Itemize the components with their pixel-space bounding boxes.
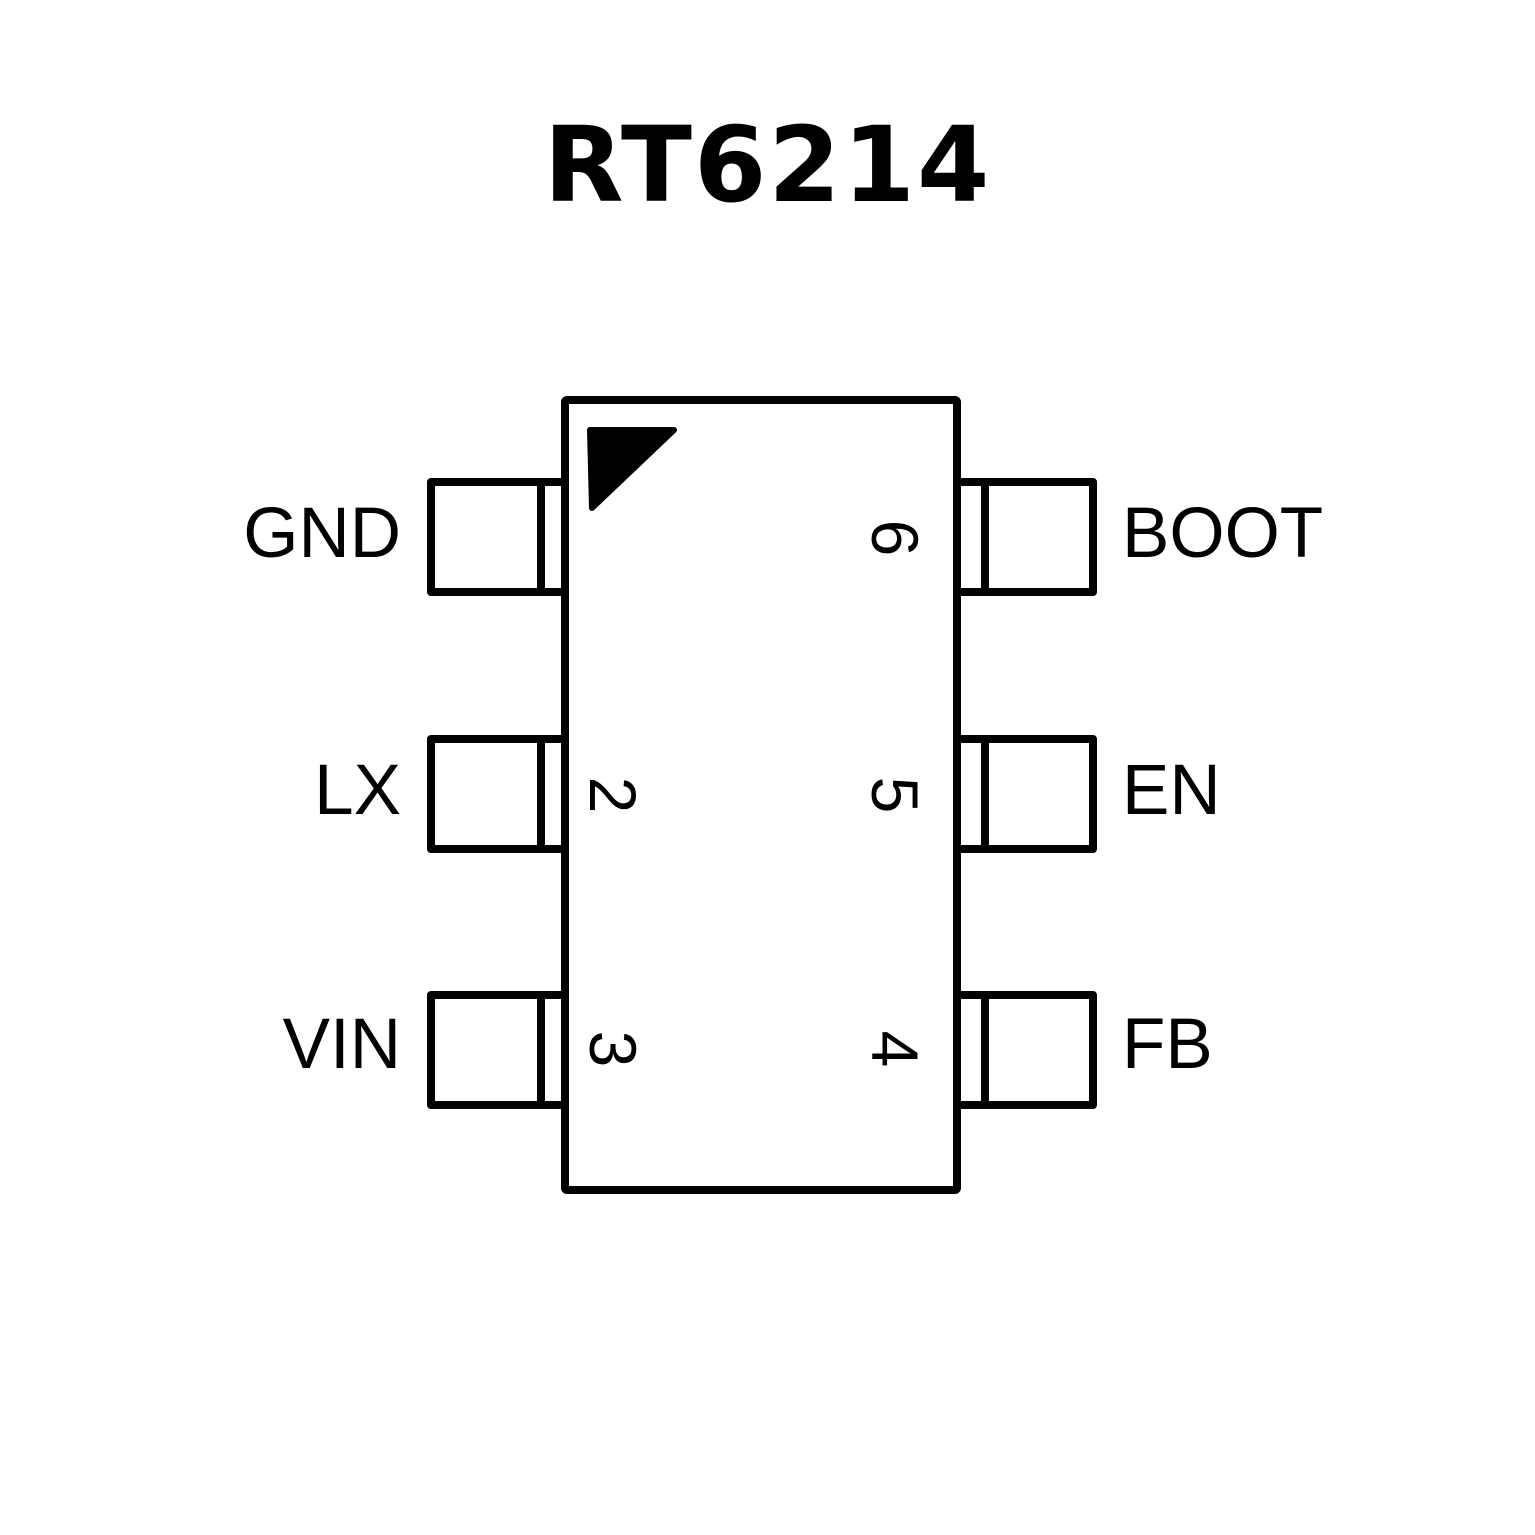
chip-title: RT6214 (543, 104, 992, 226)
pin-label-gnd: GND (243, 494, 401, 573)
pin-label-vin: VIN (283, 1005, 401, 1084)
pin-number-6: 6 (858, 520, 932, 557)
pin-number-2: 2 (576, 777, 650, 814)
pin-5-pad (957, 735, 1097, 853)
pin-4-pad (957, 991, 1097, 1109)
pin-label-boot: BOOT (1122, 494, 1323, 573)
pin-label-lx: LX (314, 751, 401, 830)
pin-number-5: 5 (858, 777, 932, 814)
pin-6-pad (957, 478, 1097, 596)
pin-number-4: 4 (858, 1031, 932, 1068)
pin-2-pad (427, 735, 565, 853)
pin-number-3: 3 (576, 1031, 650, 1068)
pin-3-pad (427, 991, 565, 1109)
pin-label-en: EN (1122, 751, 1221, 830)
pin1-triangle-marker (587, 427, 677, 511)
ic-body (561, 396, 961, 1194)
pin-1-pad (427, 478, 565, 596)
pin-label-fb: FB (1122, 1005, 1213, 1084)
